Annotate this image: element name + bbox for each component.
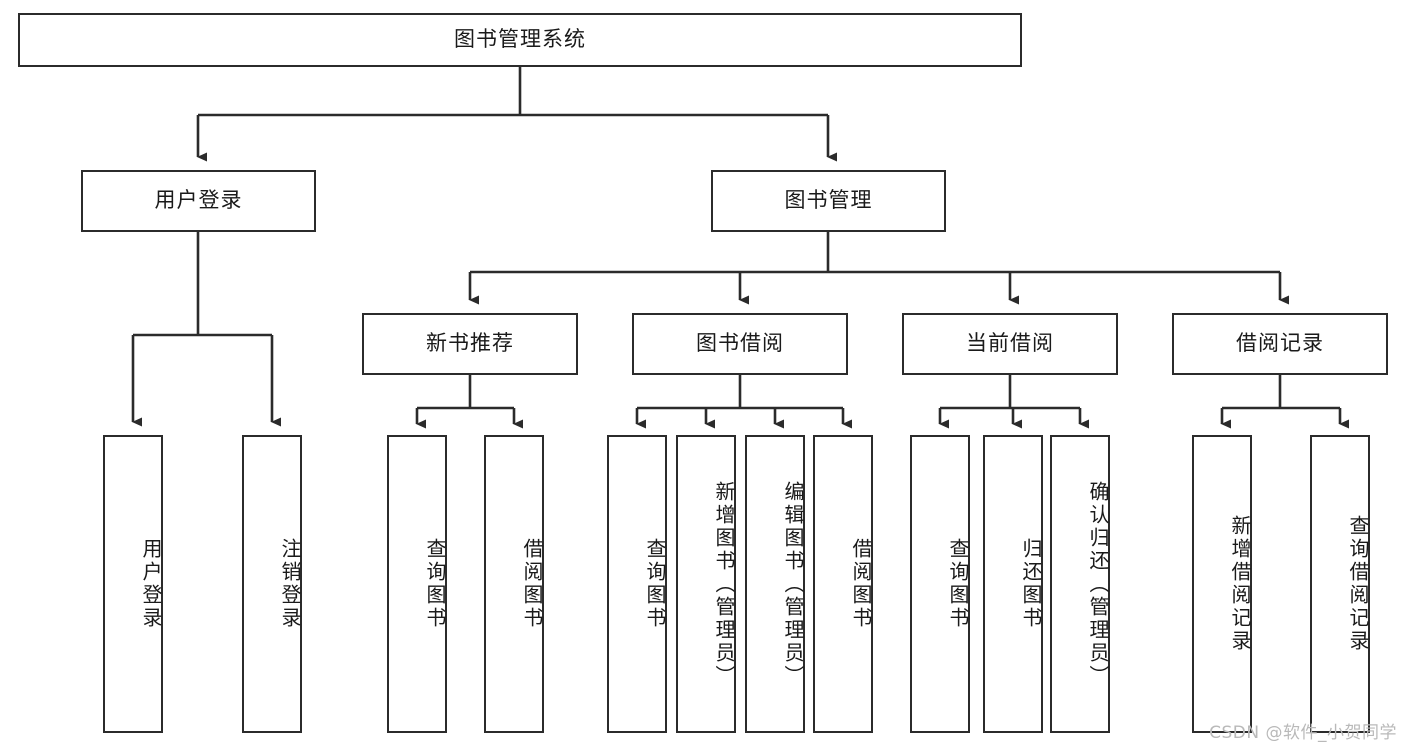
node-leaf-add-record[interactable]: 新增借阅记录 xyxy=(1192,435,1252,733)
node-leaf-add-book[interactable]: 新增图书（管理员） xyxy=(676,435,736,733)
node-label: 查询图书 xyxy=(423,538,447,630)
node-label: 借阅记录 xyxy=(1236,331,1324,356)
node-leaf-return-book[interactable]: 归还图书 xyxy=(983,435,1043,733)
node-leaf-query-book-3[interactable]: 查询图书 xyxy=(910,435,970,733)
node-label: 新增图书（管理员） xyxy=(712,480,736,688)
node-leaf-borrow-book-2[interactable]: 借阅图书 xyxy=(813,435,873,733)
node-label: 图书借阅 xyxy=(696,331,784,356)
node-label: 图书管理 xyxy=(784,188,873,213)
node-label: 查询图书 xyxy=(643,538,667,630)
node-leaf-query-book-2[interactable]: 查询图书 xyxy=(607,435,667,733)
node-leaf-query-record[interactable]: 查询借阅记录 xyxy=(1310,435,1370,733)
node-label: 查询图书 xyxy=(946,538,970,630)
node-label: 借阅图书 xyxy=(849,538,873,630)
node-new-book-rec[interactable]: 新书推荐 xyxy=(362,313,578,375)
node-leaf-query-book-1[interactable]: 查询图书 xyxy=(387,435,447,733)
node-label: 查询借阅记录 xyxy=(1346,515,1370,653)
node-label: 图书管理系统 xyxy=(454,27,586,52)
node-label: 新增借阅记录 xyxy=(1228,515,1252,653)
node-book-borrow[interactable]: 图书借阅 xyxy=(632,313,848,375)
node-label: 确认归还（管理员） xyxy=(1086,480,1110,688)
node-label: 编辑图书（管理员） xyxy=(781,480,805,688)
node-leaf-confirm-return[interactable]: 确认归还（管理员） xyxy=(1050,435,1110,733)
node-borrow-record[interactable]: 借阅记录 xyxy=(1172,313,1388,375)
node-leaf-edit-book[interactable]: 编辑图书（管理员） xyxy=(745,435,805,733)
node-current-borrow[interactable]: 当前借阅 xyxy=(902,313,1118,375)
csdn-watermark: CSDN @软件_小贺同学 xyxy=(1209,723,1397,743)
node-leaf-user-logout[interactable]: 注销登录 xyxy=(242,435,302,733)
node-leaf-user-login[interactable]: 用户登录 xyxy=(103,435,163,733)
node-leaf-borrow-book-1[interactable]: 借阅图书 xyxy=(484,435,544,733)
node-book-manage[interactable]: 图书管理 xyxy=(711,170,946,232)
node-label: 注销登录 xyxy=(278,538,302,630)
node-label: 当前借阅 xyxy=(966,331,1054,356)
node-label: 借阅图书 xyxy=(520,538,544,630)
node-user-login[interactable]: 用户登录 xyxy=(81,170,316,232)
node-label: 用户登录 xyxy=(139,538,163,630)
node-label: 新书推荐 xyxy=(426,331,514,356)
node-root-system[interactable]: 图书管理系统 xyxy=(18,13,1022,67)
node-label: 归还图书 xyxy=(1019,538,1043,630)
node-label: 用户登录 xyxy=(154,188,243,213)
